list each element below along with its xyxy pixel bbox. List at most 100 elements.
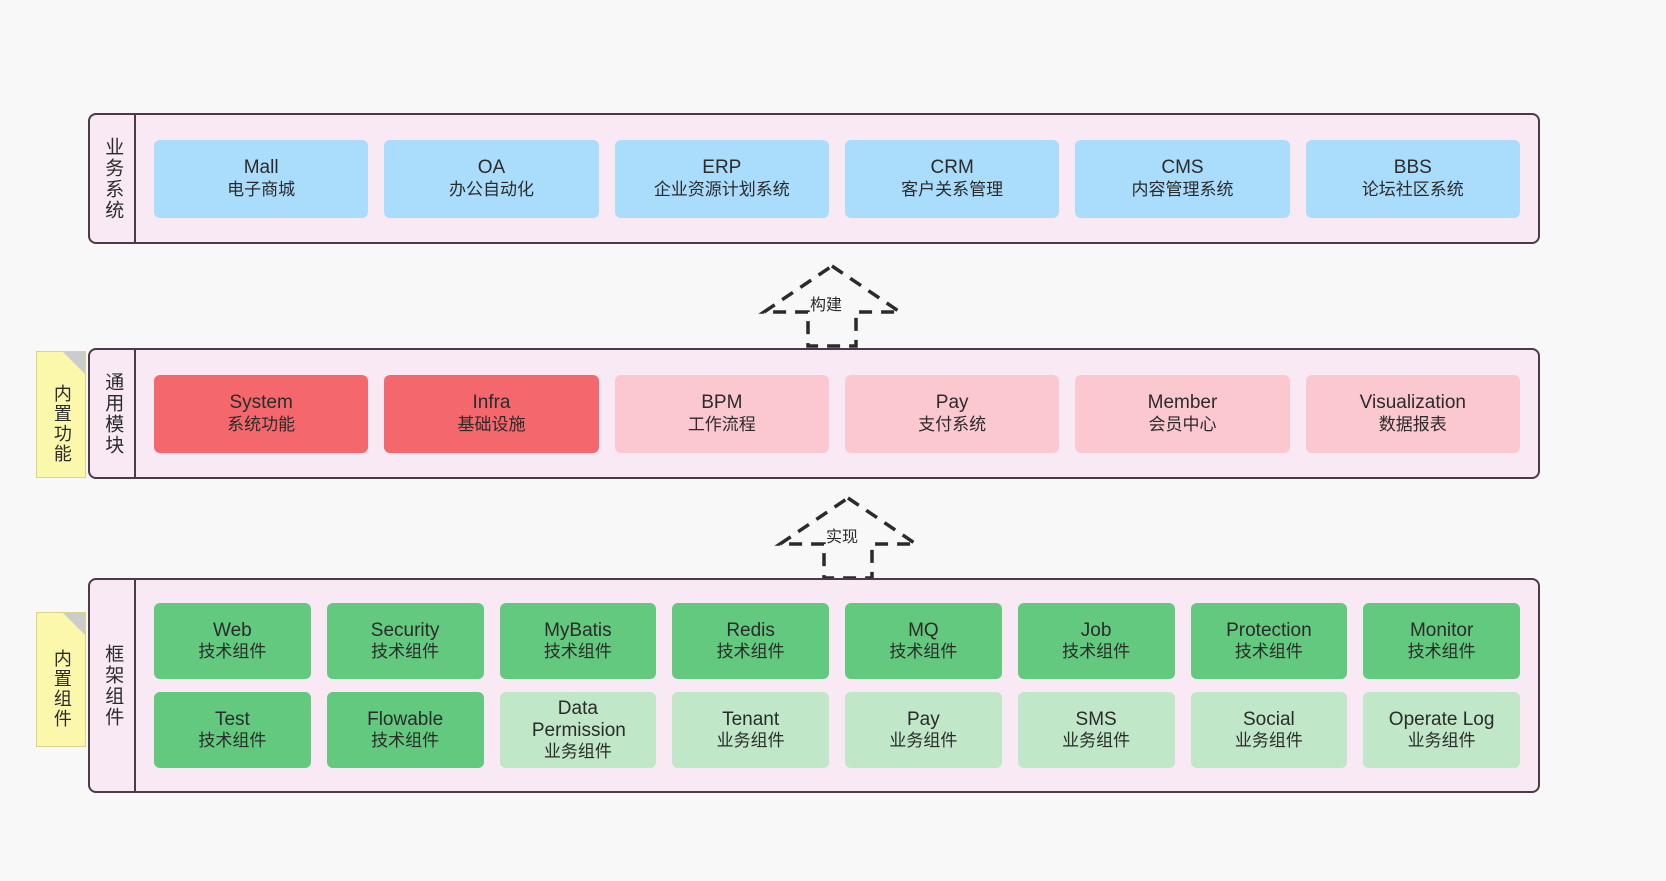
card-pay-module[interactable]: Pay 支付系统 [844, 374, 1060, 453]
card-erp-desc: 企业资源计划系统 [653, 179, 790, 199]
card-visualization-desc: 数据报表 [1378, 414, 1447, 434]
card-flowable-desc: 技术组件 [371, 731, 440, 751]
card-social-desc: 业务组件 [1234, 731, 1303, 751]
card-system-desc: 系统功能 [227, 414, 296, 434]
card-erp-name: ERP [702, 157, 742, 179]
card-bbs-desc: 论坛社区系统 [1361, 179, 1464, 199]
card-test-name: Test [214, 708, 250, 730]
card-pay-module-name: Pay [935, 392, 969, 414]
framework-row-business: Test 技术组件 Flowable 技术组件 Data Permission … [146, 692, 1528, 768]
card-bpm[interactable]: BPM 工作流程 [614, 374, 829, 453]
card-web-name: Web [213, 619, 252, 641]
arrow-build-label: 构建 [810, 297, 843, 314]
card-test[interactable]: Test 技术组件 [154, 692, 311, 768]
card-web[interactable]: Web 技术组件 [154, 603, 311, 679]
card-oa[interactable]: OA 办公自动化 [384, 139, 599, 218]
layer-title-business-systems: 业务系统 [90, 115, 136, 242]
card-operate-log-desc: 业务组件 [1407, 731, 1476, 751]
card-flowable[interactable]: Flowable 技术组件 [326, 692, 484, 768]
card-monitor[interactable]: Monitor 技术组件 [1363, 603, 1520, 679]
card-oa-name: OA [477, 157, 506, 179]
card-flowable-name: Flowable [367, 708, 444, 730]
card-bbs[interactable]: BBS 论坛社区系统 [1305, 139, 1520, 218]
card-data-permission-name: Data Permission [531, 697, 626, 741]
card-mq-name: MQ [908, 619, 939, 641]
note-built-in-components: 内置组件 [36, 612, 86, 747]
card-pay-component[interactable]: Pay 业务组件 [845, 692, 1002, 768]
card-mall-desc: 电子商城 [227, 179, 296, 199]
card-tenant[interactable]: Tenant 业务组件 [672, 692, 829, 768]
arrow-build-icon [758, 263, 906, 348]
card-infra-desc: 基础设施 [457, 414, 526, 434]
card-pay-component-name: Pay [907, 708, 940, 730]
layer-title-common-modules: 通用模块 [90, 350, 136, 477]
card-crm-desc: 客户关系管理 [901, 179, 1004, 199]
layer-title-framework-components: 框架组件 [90, 580, 136, 791]
card-member[interactable]: Member 会员中心 [1075, 374, 1290, 453]
layer-common-modules: 通用模块 System 系统功能 Infra 基础设施 BPM 工作流程 Pay… [88, 348, 1540, 479]
note-built-in-features: 内置功能 [36, 351, 86, 478]
card-web-desc: 技术组件 [198, 642, 267, 662]
card-mybatis-name: MyBatis [544, 619, 612, 641]
card-security-name: Security [370, 619, 440, 641]
card-operate-log-name: Operate Log [1388, 708, 1495, 730]
card-sms[interactable]: SMS 业务组件 [1017, 692, 1175, 768]
card-sms-name: SMS [1075, 708, 1117, 730]
card-cms[interactable]: CMS 内容管理系统 [1075, 139, 1290, 218]
card-protection-desc: 技术组件 [1234, 642, 1303, 662]
card-security[interactable]: Security 技术组件 [326, 603, 484, 679]
card-crm[interactable]: CRM 客户关系管理 [844, 139, 1060, 218]
card-system[interactable]: System 系统功能 [154, 374, 369, 453]
card-erp[interactable]: ERP 企业资源计划系统 [614, 139, 829, 218]
card-mq[interactable]: MQ 技术组件 [845, 603, 1002, 679]
card-mq-desc: 技术组件 [889, 642, 958, 662]
card-social-name: Social [1243, 708, 1295, 730]
layer-body-business-systems: Mall 电子商城 OA 办公自动化 ERP 企业资源计划系统 CRM 客户关系… [136, 115, 1538, 242]
card-data-permission[interactable]: Data Permission 业务组件 [499, 692, 657, 768]
framework-row-technical: Web 技术组件 Security 技术组件 MyBatis 技术组件 Redi… [146, 603, 1528, 679]
card-bpm-name: BPM [701, 392, 743, 414]
card-test-desc: 技术组件 [198, 731, 267, 751]
card-oa-desc: 办公自动化 [448, 179, 534, 199]
card-cms-name: CMS [1161, 157, 1204, 179]
card-mall[interactable]: Mall 电子商城 [154, 139, 369, 218]
card-mybatis[interactable]: MyBatis 技术组件 [499, 603, 657, 679]
card-infra[interactable]: Infra 基础设施 [384, 374, 599, 453]
arrow-build [752, 258, 912, 350]
note-built-in-features-text: 内置功能 [51, 383, 72, 464]
card-protection-name: Protection [1226, 619, 1312, 641]
card-pay-component-desc: 业务组件 [889, 731, 958, 751]
card-redis-desc: 技术组件 [716, 642, 785, 662]
card-job-name: Job [1080, 619, 1112, 641]
card-monitor-name: Monitor [1409, 619, 1474, 641]
card-tenant-desc: 业务组件 [716, 731, 785, 751]
card-mybatis-desc: 技术组件 [543, 642, 612, 662]
card-pay-module-desc: 支付系统 [918, 414, 987, 434]
card-job[interactable]: Job 技术组件 [1017, 603, 1175, 679]
card-member-name: Member [1147, 392, 1218, 414]
layer-body-common-modules: System 系统功能 Infra 基础设施 BPM 工作流程 Pay 支付系统… [136, 350, 1538, 477]
card-visualization[interactable]: Visualization 数据报表 [1305, 374, 1520, 453]
card-social[interactable]: Social 业务组件 [1190, 692, 1348, 768]
layer-framework-components: 框架组件 Web 技术组件 Security 技术组件 MyBatis 技术组件… [88, 578, 1540, 793]
card-protection[interactable]: Protection 技术组件 [1190, 603, 1348, 679]
card-cms-desc: 内容管理系统 [1131, 179, 1234, 199]
card-bbs-name: BBS [1393, 157, 1432, 179]
card-redis-name: Redis [726, 619, 775, 641]
card-redis[interactable]: Redis 技术组件 [672, 603, 829, 679]
card-operate-log[interactable]: Operate Log 业务组件 [1363, 692, 1520, 768]
card-data-permission-desc: 业务组件 [543, 742, 612, 762]
card-infra-name: Infra [472, 392, 511, 414]
card-security-desc: 技术组件 [371, 642, 440, 662]
card-tenant-name: Tenant [722, 708, 780, 730]
card-system-name: System [229, 392, 293, 414]
layer-business-systems: 业务系统 Mall 电子商城 OA 办公自动化 ERP 企业资源计划系统 CRM… [88, 113, 1540, 244]
card-sms-desc: 业务组件 [1062, 731, 1131, 751]
arrow-implement-label: 实现 [826, 529, 859, 546]
layer-body-framework-components: Web 技术组件 Security 技术组件 MyBatis 技术组件 Redi… [136, 580, 1538, 791]
card-mall-name: Mall [243, 157, 279, 179]
card-visualization-name: Visualization [1359, 392, 1466, 414]
card-member-desc: 会员中心 [1148, 414, 1217, 434]
card-monitor-desc: 技术组件 [1407, 642, 1476, 662]
